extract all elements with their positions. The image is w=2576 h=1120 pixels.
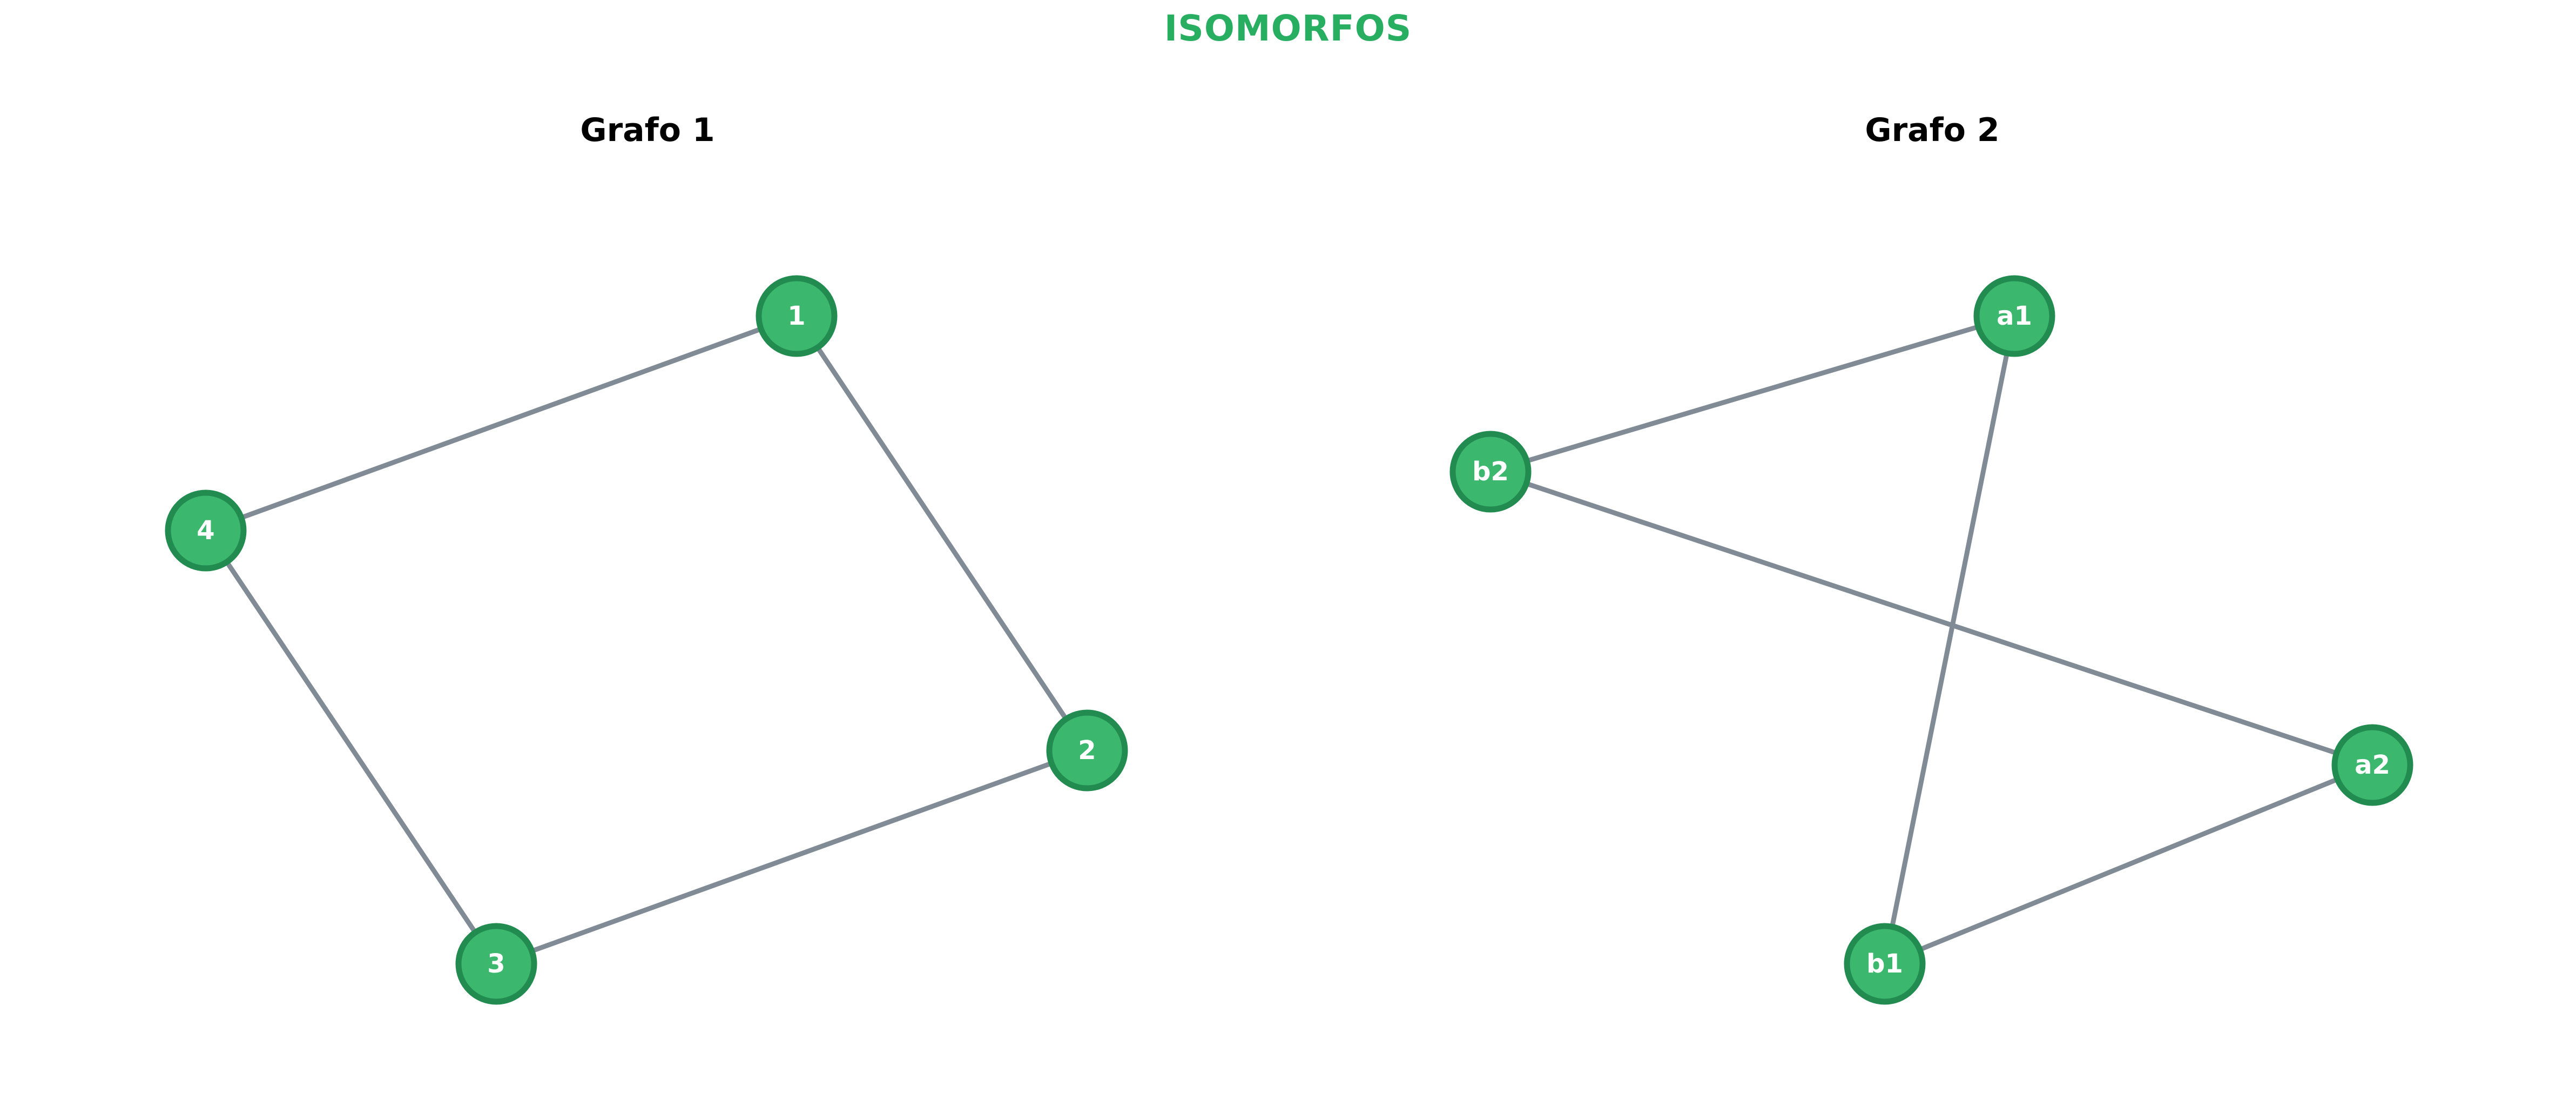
edge-a2-b2 [1488,469,2375,768]
graph-1: 1 2 3 4 [165,275,1128,1005]
node-circle-3 [455,923,537,1005]
node-circle-1 [756,275,838,357]
node-1: 1 [756,275,838,357]
node-2: 2 [1046,709,1128,792]
node-3: 3 [455,923,537,1005]
node-label-1: 1 [787,301,805,331]
diagram-title: ISOMORFOS [1164,8,1412,49]
edge-3-4 [203,528,499,967]
graph-2-edges [1488,313,2375,967]
node-a2: a2 [2331,724,2413,806]
node-b2: b2 [1449,431,1532,513]
node-4: 4 [165,489,247,572]
node-circle-a1 [1973,275,2055,357]
node-label-b1: b1 [1866,949,1903,979]
edge-a1-b2 [1488,313,2017,474]
graph-1-nodes: 1 2 3 4 [165,275,1128,1005]
graph-1-edges [203,313,1090,967]
edge-1-2 [794,313,1090,753]
node-circle-a2 [2331,724,2413,806]
node-label-b2: b2 [1472,457,1509,487]
node-a1: a1 [1973,275,2055,357]
edge-a2-b1 [1882,762,2375,967]
edge-2-3 [494,748,1090,967]
graph-1-title: Grafo 1 [580,111,715,149]
node-label-2: 2 [1078,735,1096,766]
node-circle-b1 [1844,923,1926,1005]
node-circle-b2 [1449,431,1532,513]
node-label-3: 3 [487,949,505,979]
graph-2-title: Grafo 2 [1865,111,2000,149]
node-label-a1: a1 [1997,301,2032,331]
node-circle-4 [165,489,247,572]
node-b1: b1 [1844,923,1926,1005]
graph-2: a1 a2 b1 b2 [1449,275,2413,1005]
node-circle-2 [1046,709,1128,792]
graph-2-nodes: a1 a2 b1 b2 [1449,275,2413,1005]
edge-4-1 [203,313,799,533]
edge-a1-b1 [1882,313,2017,967]
node-label-a2: a2 [2355,750,2390,780]
node-label-4: 4 [197,515,214,546]
